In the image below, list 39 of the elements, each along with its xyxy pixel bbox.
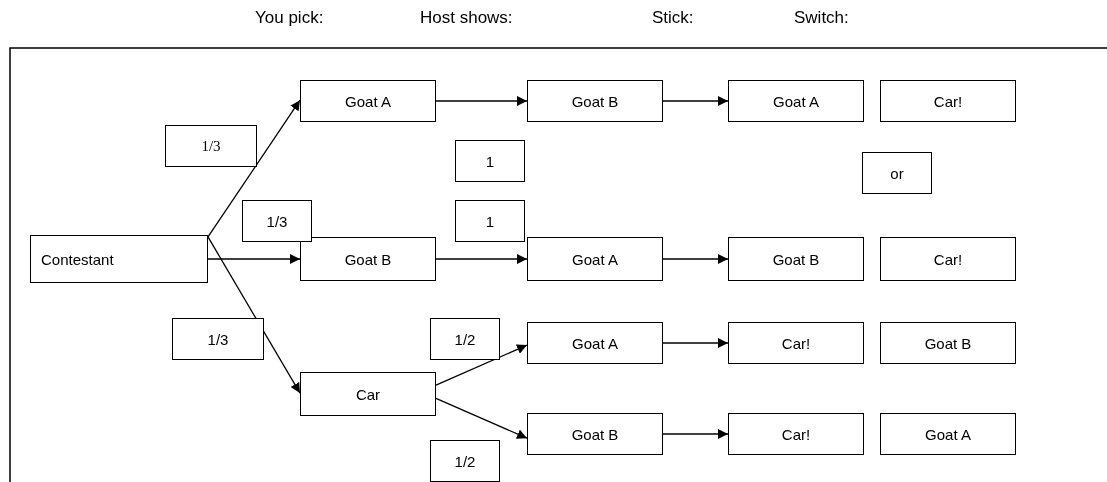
outcome-box: Goat A xyxy=(880,413,1016,455)
outcome-box: Car! xyxy=(880,80,1016,122)
probability-box: 1/3 xyxy=(172,318,264,360)
probability-box: 1/3 xyxy=(242,200,312,242)
arrow xyxy=(662,96,729,106)
probability-box: 1/2 xyxy=(430,318,500,360)
arrow xyxy=(662,338,729,348)
arrow xyxy=(435,344,528,386)
arrow xyxy=(662,429,729,439)
arrow xyxy=(207,236,301,394)
outcome-box: Goat B xyxy=(880,322,1016,364)
arrow xyxy=(435,96,528,106)
outcome-box: Goat B xyxy=(728,237,864,281)
outcome-box: Car! xyxy=(880,237,1016,281)
arrow xyxy=(207,254,301,264)
arrow xyxy=(435,254,528,264)
column-heading: Stick: xyxy=(652,8,694,28)
column-heading: You pick: xyxy=(255,8,324,28)
outcome-box: Goat A xyxy=(300,80,436,122)
column-heading: Switch: xyxy=(794,8,849,28)
column-heading: Host shows: xyxy=(420,8,513,28)
outcome-box: Goat A xyxy=(728,80,864,122)
arrow xyxy=(435,397,528,439)
arrow xyxy=(207,99,301,238)
probability-box: 1/3 xyxy=(165,125,257,167)
outcome-box: Goat B xyxy=(527,413,663,455)
arrow xyxy=(662,254,729,264)
outcome-box: Contestant xyxy=(30,235,208,283)
outcome-box: Goat B xyxy=(527,80,663,122)
probability-box: 1 xyxy=(455,140,525,182)
probability-box: 1/2 xyxy=(430,440,500,482)
outcome-box: Goat A xyxy=(527,322,663,364)
outcome-box: Goat B xyxy=(300,237,436,281)
probability-box: or xyxy=(862,152,932,194)
outcome-box: Goat A xyxy=(527,237,663,281)
outcome-box: Car! xyxy=(728,322,864,364)
outcome-box: Car xyxy=(300,372,436,416)
probability-box: 1 xyxy=(455,200,525,242)
outcome-box: Car! xyxy=(728,413,864,455)
